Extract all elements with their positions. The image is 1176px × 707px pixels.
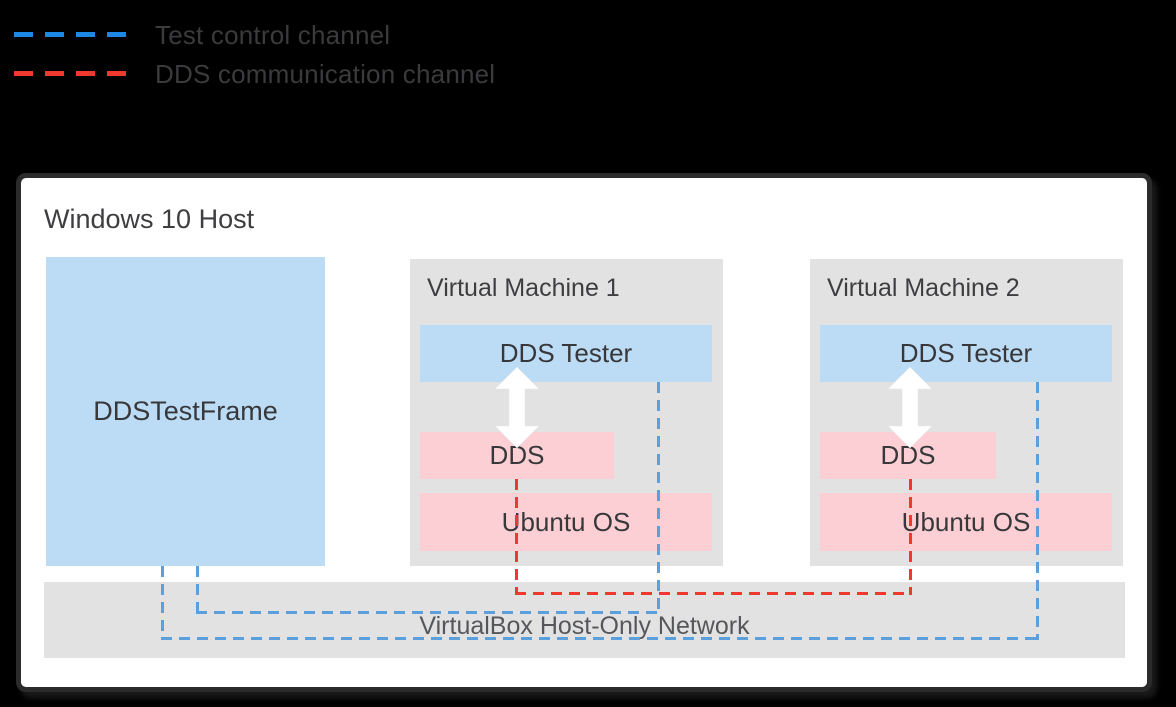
vm1-ubuntu-os-box: Ubuntu OS — [420, 493, 712, 551]
vm1-dds-tester-label: DDS Tester — [499, 338, 633, 368]
vm1-dds-tester-box: DDS Tester — [420, 325, 712, 382]
vm1-bidirectional-arrow-icon — [495, 367, 539, 448]
vm2-bidirectional-arrow-icon — [888, 367, 932, 448]
ddstestframe-box: DDSTestFrame — [46, 257, 325, 566]
test-control-channel-dash-sample — [14, 32, 133, 37]
dds-communication-line-vm1-drop — [515, 479, 518, 595]
test-control-line-to-vm1 — [196, 611, 660, 614]
virtualbox-host-only-network-label: VirtualBox Host-Only Network — [419, 612, 750, 640]
test-control-line-vm1-riser — [657, 382, 660, 614]
ddstestframe-label: DDSTestFrame — [93, 396, 278, 426]
vm2-ubuntu-os-label: Ubuntu OS — [901, 506, 1031, 537]
test-control-line-vm2-riser — [1036, 382, 1039, 640]
legend-label-test-control: Test control channel — [155, 20, 391, 50]
virtual-machine-1-title: Virtual Machine 1 — [427, 274, 620, 302]
dds-communication-line-horizontal — [515, 592, 912, 595]
virtual-machine-1-box: Virtual Machine 1 DDS Tester DDS Ubuntu … — [410, 259, 723, 566]
vm2-dds-tester-label: DDS Tester — [899, 338, 1033, 368]
vm2-dds-tester-box: DDS Tester — [820, 325, 1112, 382]
legend-label-dds-communication: DDS communication channel — [155, 59, 496, 89]
vm2-ubuntu-os-box: Ubuntu OS — [820, 493, 1112, 551]
dds-communication-line-vm2-drop — [909, 479, 912, 595]
test-control-line-frame-drop-right — [196, 566, 199, 614]
vm1-ubuntu-os-label: Ubuntu OS — [501, 506, 631, 537]
virtual-machine-2-box: Virtual Machine 2 DDS Tester DDS Ubuntu … — [810, 259, 1123, 566]
virtual-machine-2-title: Virtual Machine 2 — [827, 274, 1020, 302]
windows-host-title: Windows 10 Host — [44, 204, 255, 234]
test-control-line-to-vm2 — [161, 637, 1040, 640]
dds-communication-channel-dash-sample — [14, 71, 133, 76]
test-control-line-frame-drop-left — [161, 566, 164, 640]
